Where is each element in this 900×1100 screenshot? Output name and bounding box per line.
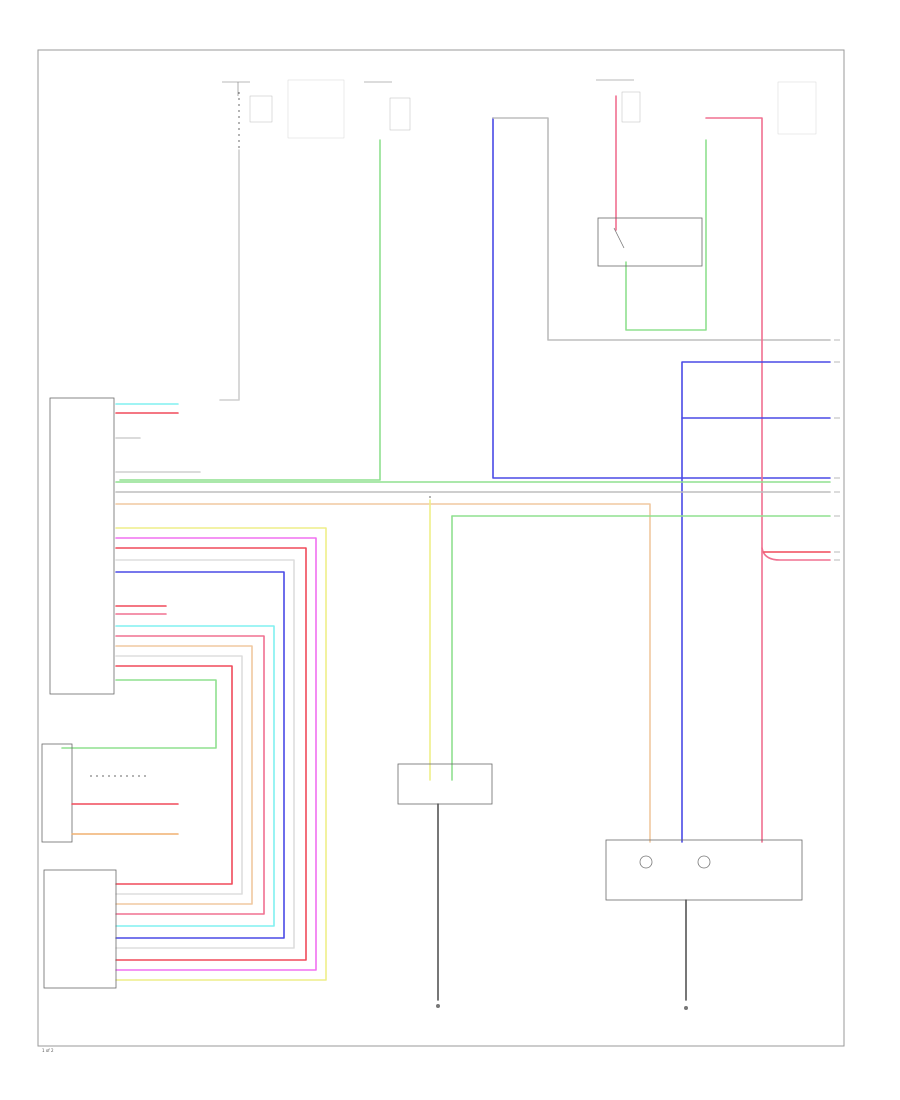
relay-block <box>597 217 703 267</box>
right-unit-symbol-b <box>697 855 711 869</box>
top-supply-left <box>222 79 345 139</box>
top-supply-right <box>596 79 817 135</box>
wire-gray-top <box>492 117 831 341</box>
wire-out-red <box>115 547 307 961</box>
wire-right-pink-stub <box>761 547 831 561</box>
wire-out-yellow <box>115 527 327 981</box>
wire-out-cyan <box>115 625 275 927</box>
diagram-frame <box>37 49 845 1047</box>
wire-blue-right <box>681 361 831 843</box>
right-unit-box <box>605 839 803 901</box>
switch-block <box>41 743 73 843</box>
wire-top-right-pink <box>705 117 763 843</box>
ground-center <box>436 1004 440 1008</box>
control-unit-box <box>49 397 115 695</box>
wire-top-middle-green <box>119 139 381 481</box>
wire-top-left-gray <box>219 149 240 401</box>
wire-out-blue <box>115 571 285 939</box>
combination-switch-box <box>43 869 117 989</box>
wire-blue-loop <box>492 117 831 479</box>
wire-out-pink <box>115 635 265 915</box>
wire-out-magenta <box>115 537 317 971</box>
relay-switch <box>613 227 625 249</box>
ground-right <box>684 1006 688 1010</box>
wire-out-red2 <box>115 665 233 885</box>
right-connector-ticks <box>834 339 840 561</box>
center-module <box>397 763 493 805</box>
wire-out-orange <box>115 645 253 905</box>
wire-out-lightgray <box>115 655 243 895</box>
top-supply-middle <box>364 81 411 131</box>
wire-out-gray <box>115 559 295 949</box>
wire-row-orange-main <box>115 503 651 843</box>
right-unit-symbol-a <box>639 855 653 869</box>
wire-out-green <box>61 679 217 749</box>
wire-green-sensor <box>625 139 707 331</box>
page-label: 1 of 2 <box>42 1048 54 1053</box>
